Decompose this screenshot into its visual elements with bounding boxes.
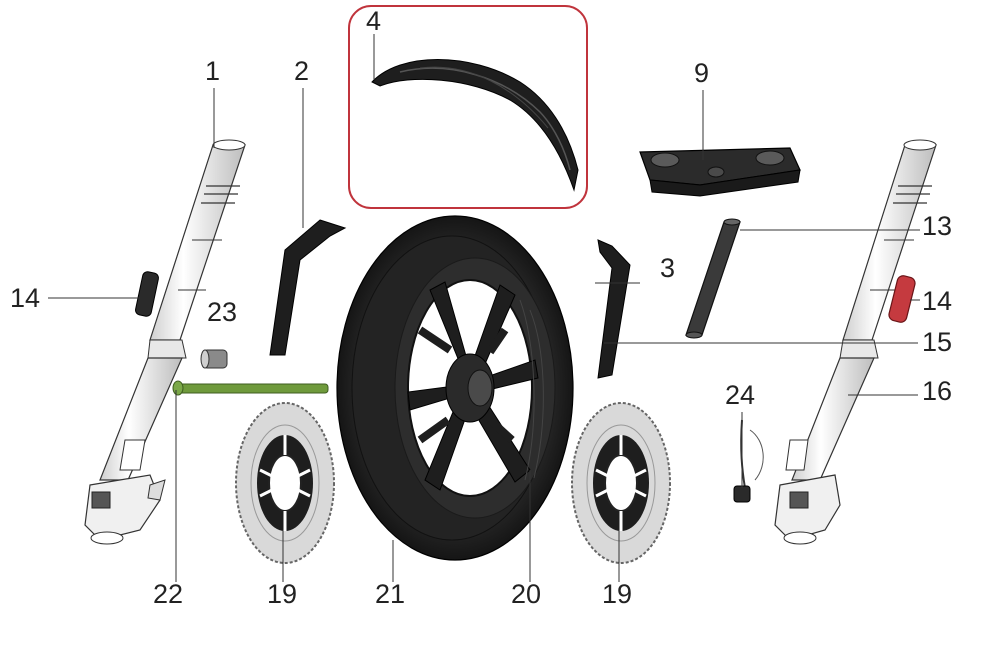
front-fork-right-icon	[774, 139, 937, 545]
callout-13: 13	[922, 211, 953, 241]
callout-14-right: 14	[922, 286, 953, 316]
axle-spacer-icon	[200, 349, 228, 369]
callout-2: 2	[294, 56, 310, 86]
brake-disc-left-icon	[235, 402, 335, 564]
mudguard-bracket-right-icon	[597, 239, 631, 379]
reflector-left-icon	[135, 271, 159, 317]
reflector-right-icon	[888, 275, 916, 323]
callout-21: 21	[375, 579, 406, 609]
triple-clamp-icon	[639, 147, 801, 197]
callout-19-left: 19	[267, 579, 298, 609]
callout-4: 4	[366, 6, 382, 36]
callout-15: 15	[922, 327, 953, 357]
callout-19-right: 19	[602, 579, 633, 609]
callout-14-left: 14	[10, 283, 41, 313]
speed-sensor-icon	[733, 419, 764, 503]
wheel-axle-icon	[172, 380, 329, 396]
callout-1: 1	[205, 56, 221, 86]
front-fork-left-icon	[84, 139, 246, 545]
front-mudguard-icon	[371, 59, 579, 192]
highlight-box	[348, 5, 588, 209]
brake-disc-right-icon	[571, 402, 671, 564]
callout-20: 20	[511, 579, 542, 609]
callout-23: 23	[207, 297, 238, 327]
front-wheel-tire-icon	[336, 215, 574, 561]
steering-stem-icon	[685, 218, 741, 339]
leader-lines	[48, 34, 920, 582]
callout-3: 3	[660, 253, 676, 283]
callout-22: 22	[153, 579, 184, 609]
callout-24: 24	[725, 380, 756, 410]
callout-16: 16	[922, 376, 953, 406]
mudguard-bracket-left-icon	[269, 219, 347, 356]
callout-9: 9	[694, 58, 710, 88]
